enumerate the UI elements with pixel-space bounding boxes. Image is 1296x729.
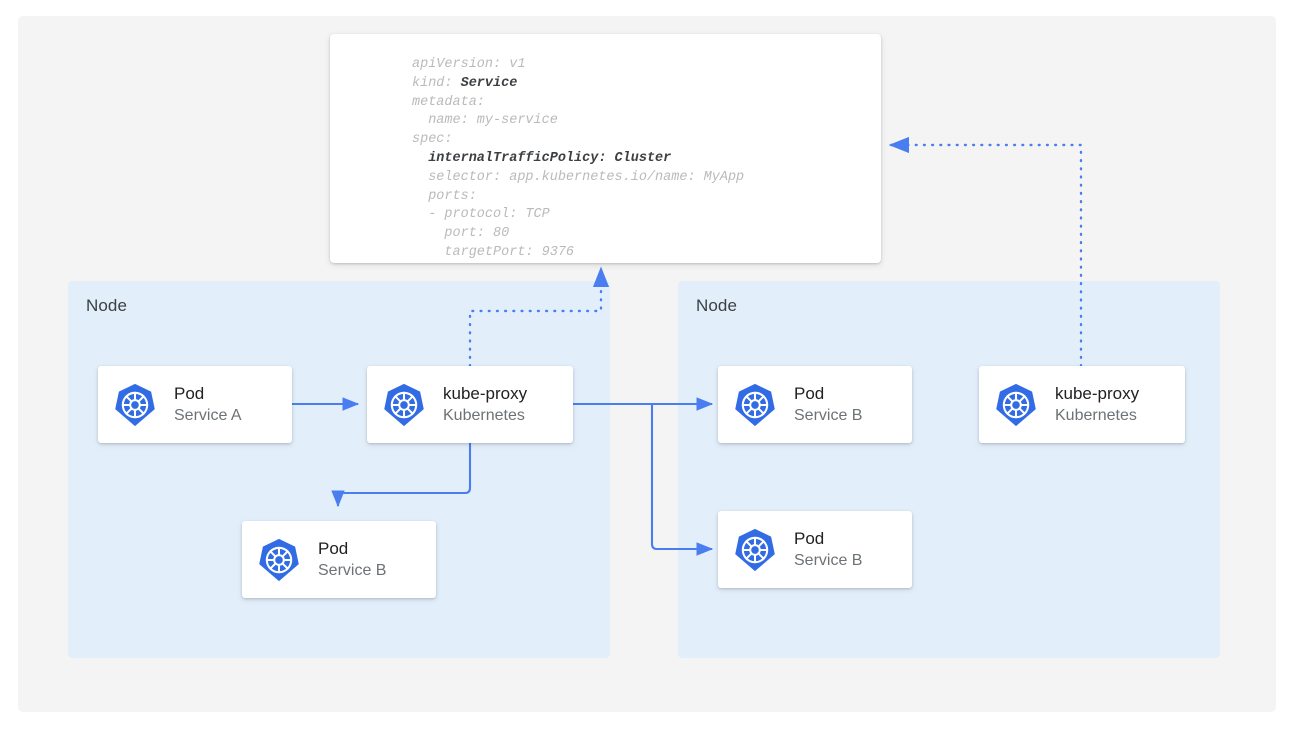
box-title: Pod (794, 383, 825, 403)
node-group-left (68, 281, 610, 658)
box-subtitle: Service B (318, 562, 387, 580)
box-title: kube-proxy (443, 383, 528, 403)
box-text: Pod Service A (174, 383, 242, 427)
kubernetes-icon (996, 383, 1036, 426)
node-left-label: Node (86, 296, 128, 315)
box-text: kube-proxy Kubernetes (443, 383, 527, 427)
box-subtitle: Kubernetes (1055, 407, 1137, 425)
kubernetes-icon (115, 383, 155, 426)
node-group-right (678, 281, 1220, 658)
service-manifest-code: apiVersion: v1 kind: Service metadata: n… (412, 57, 745, 260)
kubernetes-icon (735, 528, 775, 571)
service-manifest-card: apiVersion: v1 kind: Service metadata: n… (330, 34, 881, 263)
box-pod-service-a[interactable]: Pod Service A (98, 366, 292, 443)
box-pod-service-b-local[interactable]: Pod Service B (242, 521, 436, 598)
box-title: kube-proxy (1055, 383, 1140, 403)
box-kube-proxy-right[interactable]: kube-proxy Kubernetes (979, 366, 1185, 443)
box-subtitle: Service A (174, 407, 242, 425)
box-kube-proxy-left[interactable]: kube-proxy Kubernetes (367, 366, 573, 443)
kubernetes-icon (384, 383, 424, 426)
box-subtitle: Service B (794, 407, 863, 425)
box-subtitle: Kubernetes (443, 407, 525, 425)
box-text: Pod Service B (318, 538, 386, 582)
box-text: kube-proxy Kubernetes (1055, 383, 1139, 427)
box-title: Pod (318, 538, 349, 558)
kubernetes-icon (259, 538, 299, 581)
box-title: Pod (794, 528, 825, 548)
box-text: Pod Service B (794, 528, 862, 572)
box-title: Pod (174, 383, 205, 403)
box-pod-service-b-remote-bottom[interactable]: Pod Service B (718, 511, 912, 588)
box-text: Pod Service B (794, 383, 862, 427)
node-right-label: Node (696, 296, 738, 315)
kubernetes-icon (735, 383, 775, 426)
box-subtitle: Service B (794, 552, 863, 570)
box-pod-service-b-remote-top[interactable]: Pod Service B (718, 366, 912, 443)
